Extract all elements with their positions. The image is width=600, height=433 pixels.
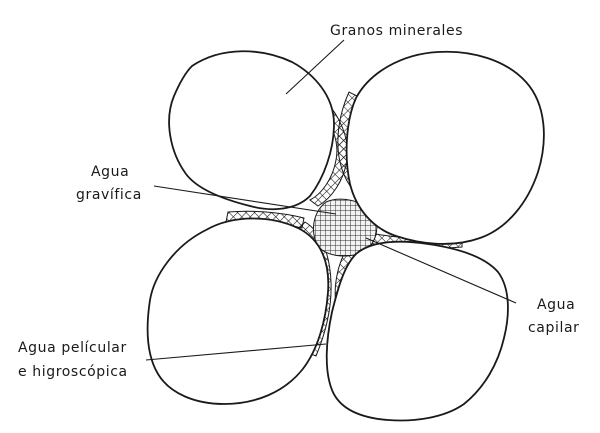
leader-pelicular <box>145 343 327 361</box>
grain-top-left <box>168 50 335 211</box>
label-agua-gravifica-line1: Agua <box>91 164 129 180</box>
labels: Granos minerales Agua gravífica Agua cap… <box>18 23 579 380</box>
label-agua-pelicular-line1: Agua películar <box>18 340 127 356</box>
leader-capilar <box>365 237 517 304</box>
label-granos-minerales: Granos minerales <box>330 23 463 39</box>
leader-granos <box>285 39 345 95</box>
label-agua-capilar-line1: Agua <box>537 297 575 313</box>
leader-gravifica <box>153 185 337 215</box>
label-agua-pelicular-line2: e higroscópica <box>18 364 128 380</box>
label-agua-capilar-line2: capilar <box>528 320 579 336</box>
grain-bottom-right <box>325 240 509 422</box>
leader-lines <box>145 39 517 361</box>
label-agua-gravifica-line2: gravífica <box>76 187 142 203</box>
grain-top-right <box>345 50 545 245</box>
grain-bottom-left <box>146 217 330 405</box>
mineral-grains <box>146 50 545 422</box>
